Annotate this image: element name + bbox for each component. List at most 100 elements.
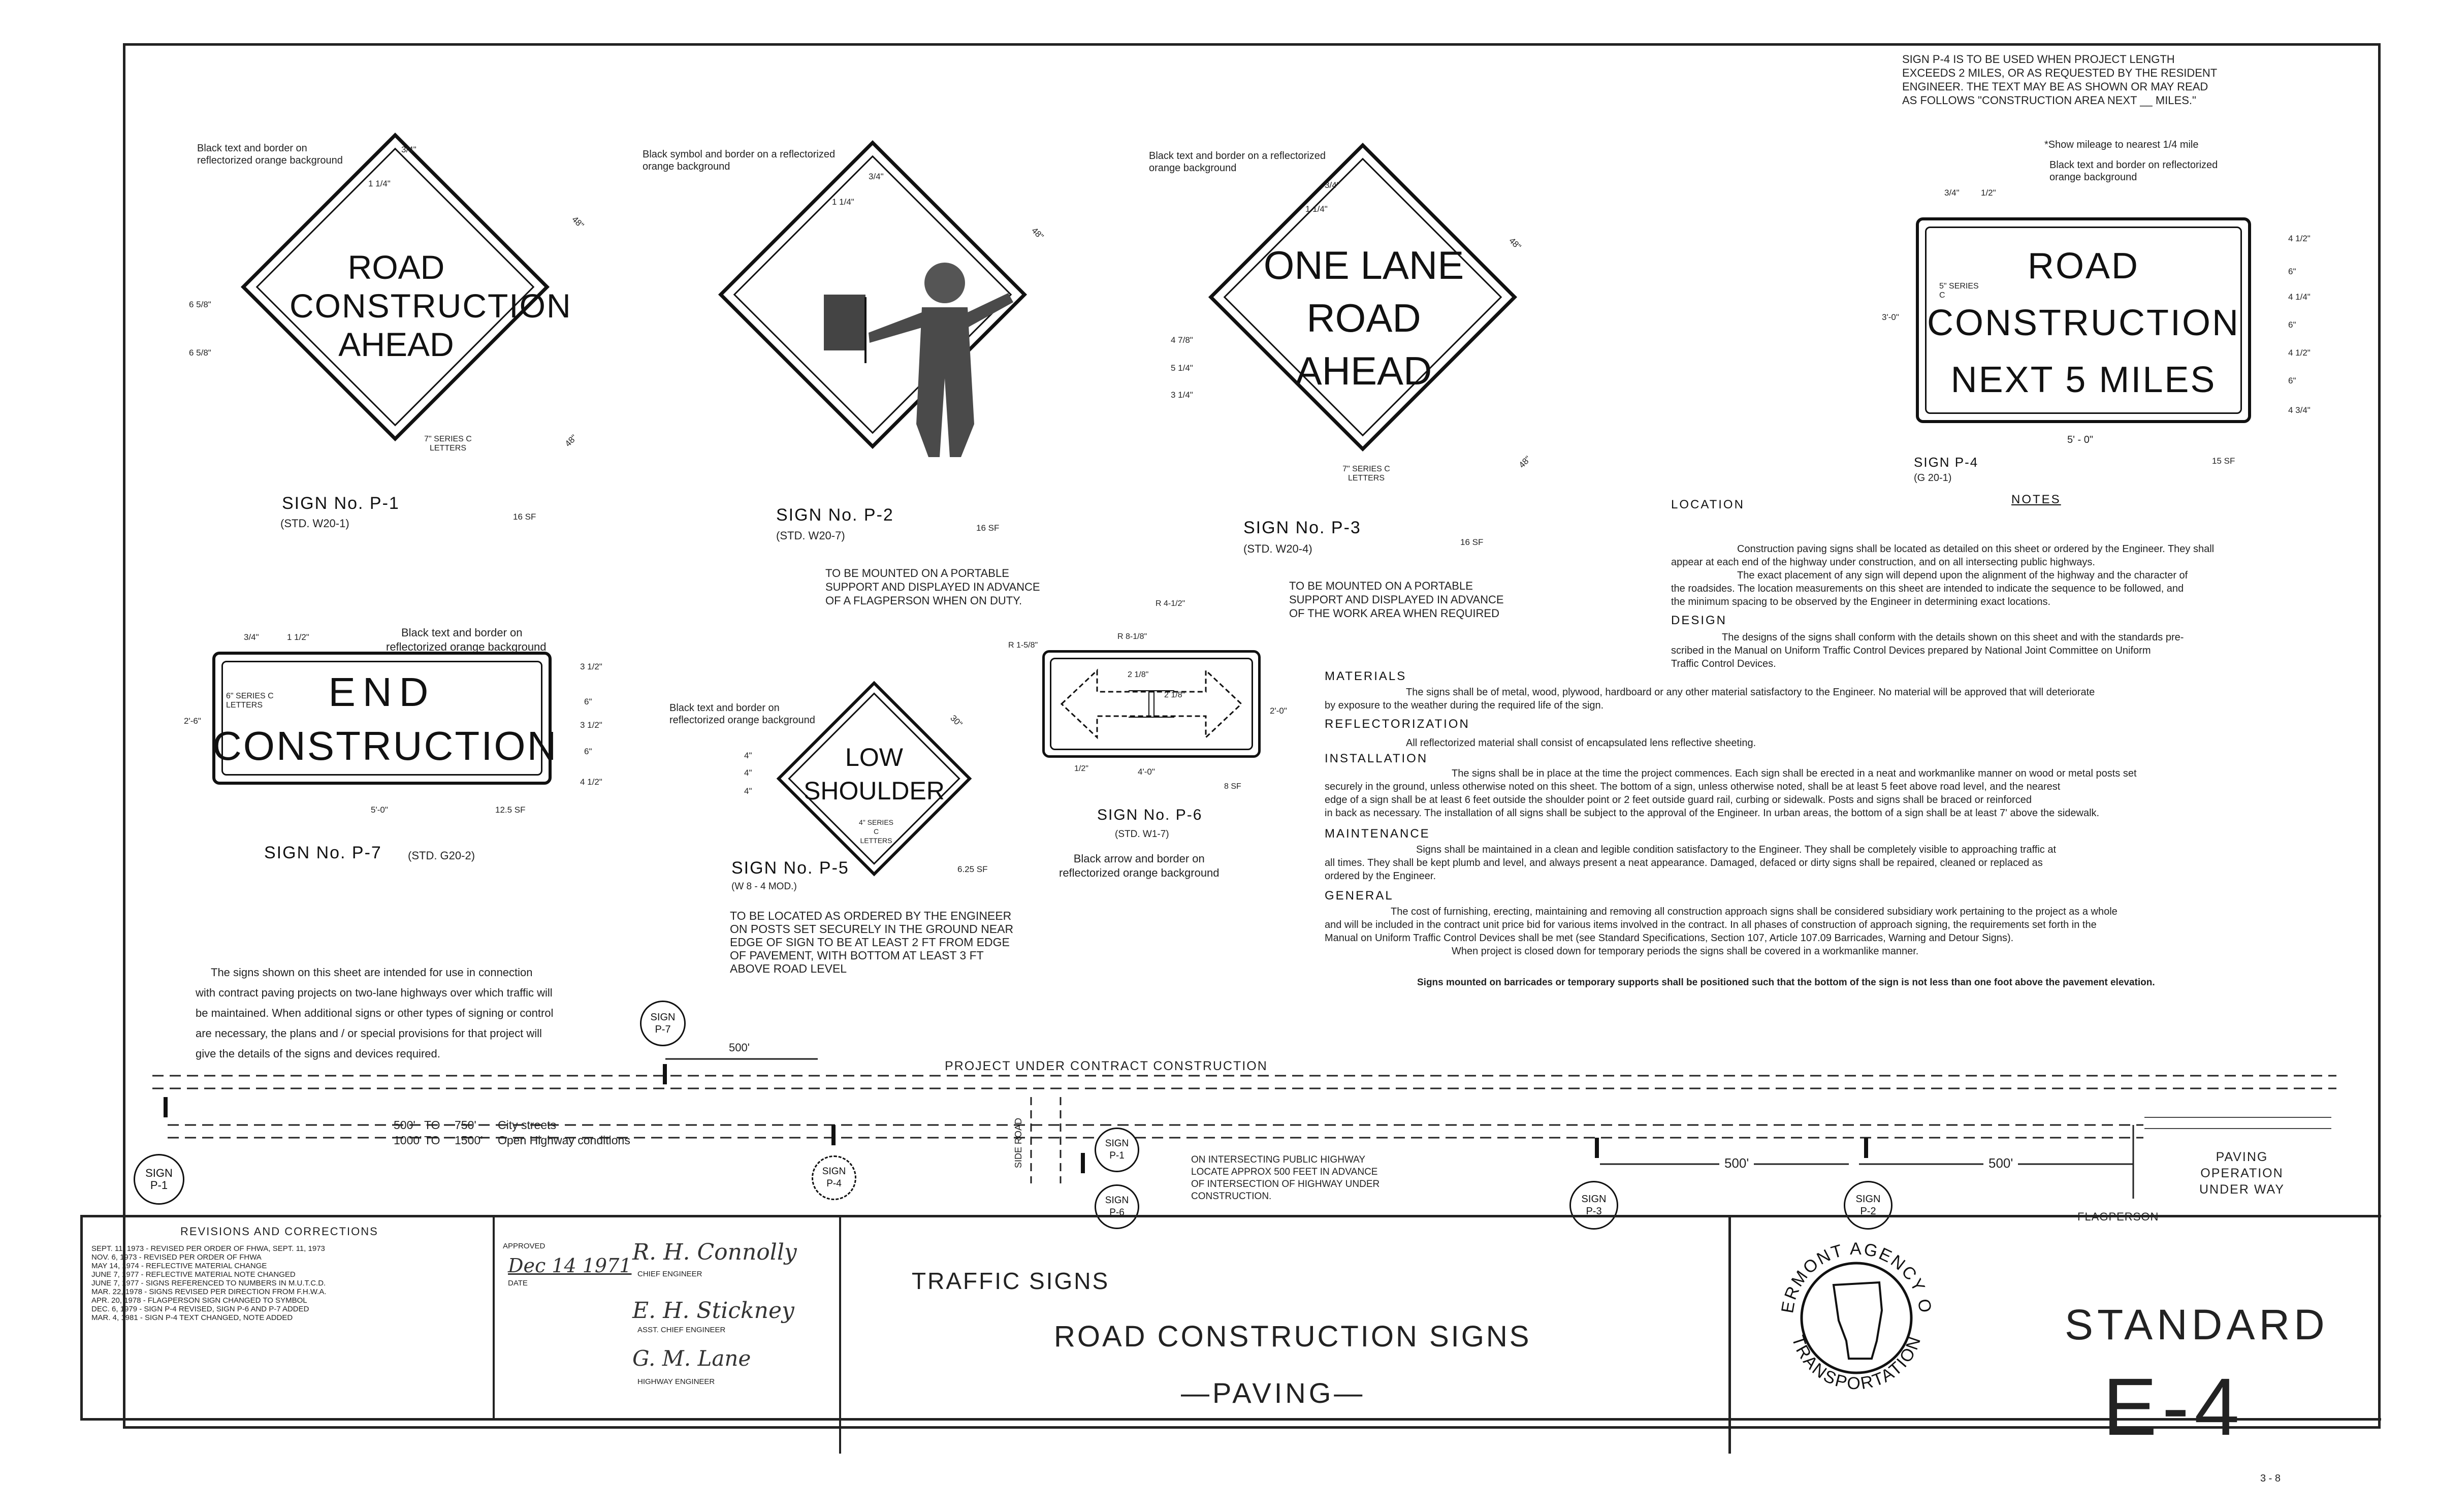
- p4-dim: 1/2": [1981, 188, 1996, 198]
- date-label: DATE: [508, 1279, 528, 1288]
- p5-area: 6.25 SF: [957, 864, 988, 874]
- installation-text: The signs shall be in place at the time …: [1325, 768, 2137, 819]
- p3-dim: 3/4": [1325, 180, 1340, 190]
- sign-p3-std: (STD. W20-4): [1243, 542, 1312, 555]
- p6-dim: 2 1/8": [1128, 670, 1149, 679]
- side-road-label: SIDE ROAD: [1013, 1117, 1023, 1168]
- reflectorization-text: All reflectorized material shall consist…: [1406, 737, 1756, 749]
- title-block-bottom-rule: [80, 1418, 2381, 1421]
- p3-area: 16 SF: [1460, 537, 1484, 547]
- drawing-title: ROAD CONSTRUCTION SIGNS: [1054, 1320, 1531, 1353]
- p7-width-dim: 5'-0": [371, 805, 388, 815]
- sign-p4-text: ROAD CONSTRUCTION NEXT 5 MILES: [1927, 246, 2240, 400]
- p6-height-dim: 2'-0": [1270, 706, 1287, 716]
- p4-dim: 4 3/4": [2288, 405, 2311, 415]
- revisions-heading: REVISIONS AND CORRECTIONS: [180, 1225, 378, 1238]
- sign-p3-title: SIGN No. P-3: [1243, 518, 1361, 537]
- standard-label: STANDARD: [2065, 1301, 2329, 1348]
- p2-dim: 3/4": [869, 172, 884, 181]
- maintenance-heading: MAINTENANCE: [1325, 827, 1430, 841]
- sign-p4-std: (G 20-1): [1914, 472, 1952, 484]
- p2-dim: 1 1/4": [832, 197, 854, 207]
- p6-width-dim: 4'-0": [1138, 767, 1155, 777]
- p3-dim: 5 1/4": [1171, 363, 1193, 373]
- design-text: The designs of the signs shall conform w…: [1671, 632, 2184, 669]
- intro-text: The signs shown on this sheet are intend…: [196, 966, 554, 1060]
- asst-chief-engineer-title: ASST. CHIEF ENGINEER: [637, 1326, 726, 1334]
- sign-p1-std: (STD. W20-1): [280, 517, 349, 530]
- p7-dim: 1 1/2": [287, 632, 309, 642]
- double-arrow-symbol: [1060, 668, 1243, 739]
- p4-dim: 6": [2288, 376, 2296, 385]
- p4-dim: 3/4": [1944, 188, 1960, 198]
- sign-p5-std: (W 8 - 4 MOD.): [731, 881, 797, 892]
- materials-heading: MATERIALS: [1325, 669, 1407, 683]
- revisions-list: SEPT. 11, 1973 - REVISED PER ORDER OF FH…: [91, 1244, 327, 1322]
- sign-p5-text: LOW SHOULDER: [804, 743, 945, 805]
- highway-engineer-title: HIGHWAY ENGINEER: [637, 1377, 715, 1386]
- p5-location-note: TO BE LOCATED AS ORDERED BY THE ENGINEER…: [730, 909, 1014, 975]
- general-heading: GENERAL: [1325, 889, 1394, 903]
- p2-area: 16 SF: [976, 523, 1000, 533]
- notes-heading: NOTES: [2011, 493, 2061, 506]
- title-block-divider: [1728, 1215, 1731, 1454]
- location-heading: LOCATION: [1671, 498, 1745, 511]
- p3-note: Black text and border on a reflectorized…: [1149, 150, 1326, 174]
- barricade-note: Signs mounted on barricades or temporary…: [1417, 977, 2155, 988]
- p7-dim: 6": [584, 697, 592, 706]
- p7-dim: 6": [584, 747, 592, 756]
- sign-p6-std: (STD. W1-7): [1115, 829, 1169, 840]
- sign-p7-title: SIGN No. P-7: [264, 843, 382, 862]
- approved-label: APPROVED: [503, 1242, 546, 1250]
- distance-500-label: 500': [1719, 1155, 1754, 1171]
- vermont-agency-seal: VERMONT AGENCY OF TRANSPORTATION: [1773, 1234, 1934, 1393]
- standard-number: E-4: [2103, 1361, 2244, 1452]
- title-block-divider: [839, 1215, 841, 1454]
- p7-dim: 2'-6": [184, 716, 201, 726]
- p3-dim: 3 1/4": [1171, 390, 1193, 400]
- sign-p3-text: ONE LANE ROAD AHEAD: [1263, 243, 1464, 393]
- p4-usage-note: SIGN P-4 IS TO BE USED WHEN PROJECT LENG…: [1902, 53, 2218, 107]
- p4-width-dim: 5' - 0": [2067, 434, 2093, 445]
- materials-text: The signs shall be of metal, wood, plywo…: [1325, 687, 2095, 711]
- distance-500-label: 500': [1983, 1155, 2018, 1171]
- drawing-subtitle: —PAVING—: [1181, 1377, 1366, 1409]
- p7-area: 12.5 SF: [495, 805, 526, 815]
- p5-dim: 4": [744, 786, 752, 796]
- p1-dim: 3/4": [401, 145, 416, 154]
- p4-dim: 3'-0": [1882, 312, 1899, 322]
- p1-dim: 6 5/8": [189, 300, 211, 309]
- title-block-left-rule: [80, 1215, 83, 1418]
- p5-dim: 4": [744, 768, 752, 778]
- p6-dim: R 8-1/8": [1117, 632, 1147, 641]
- p6-dim: 1/2": [1074, 764, 1088, 773]
- approval-date: Dec 14 1971: [508, 1254, 632, 1277]
- reflectorization-heading: REFLECTORIZATION: [1325, 717, 1470, 731]
- p4-dim: 4 1/4": [2288, 292, 2311, 302]
- p5-dim: 4": [744, 751, 752, 760]
- p7-dim: 3 1/2": [580, 662, 602, 671]
- p4-dim: 6": [2288, 267, 2296, 276]
- asst-chief-engineer-signature: E. H. Stickney: [632, 1298, 794, 1324]
- chief-engineer-title: CHIEF ENGINEER: [637, 1270, 702, 1278]
- p4-series: 5" SERIES C: [1939, 282, 1979, 300]
- sign-p7-text: END CONSTRUCTION: [212, 669, 558, 768]
- p4-area: 15 SF: [2212, 456, 2235, 466]
- title-block-top-rule: [80, 1215, 2381, 1217]
